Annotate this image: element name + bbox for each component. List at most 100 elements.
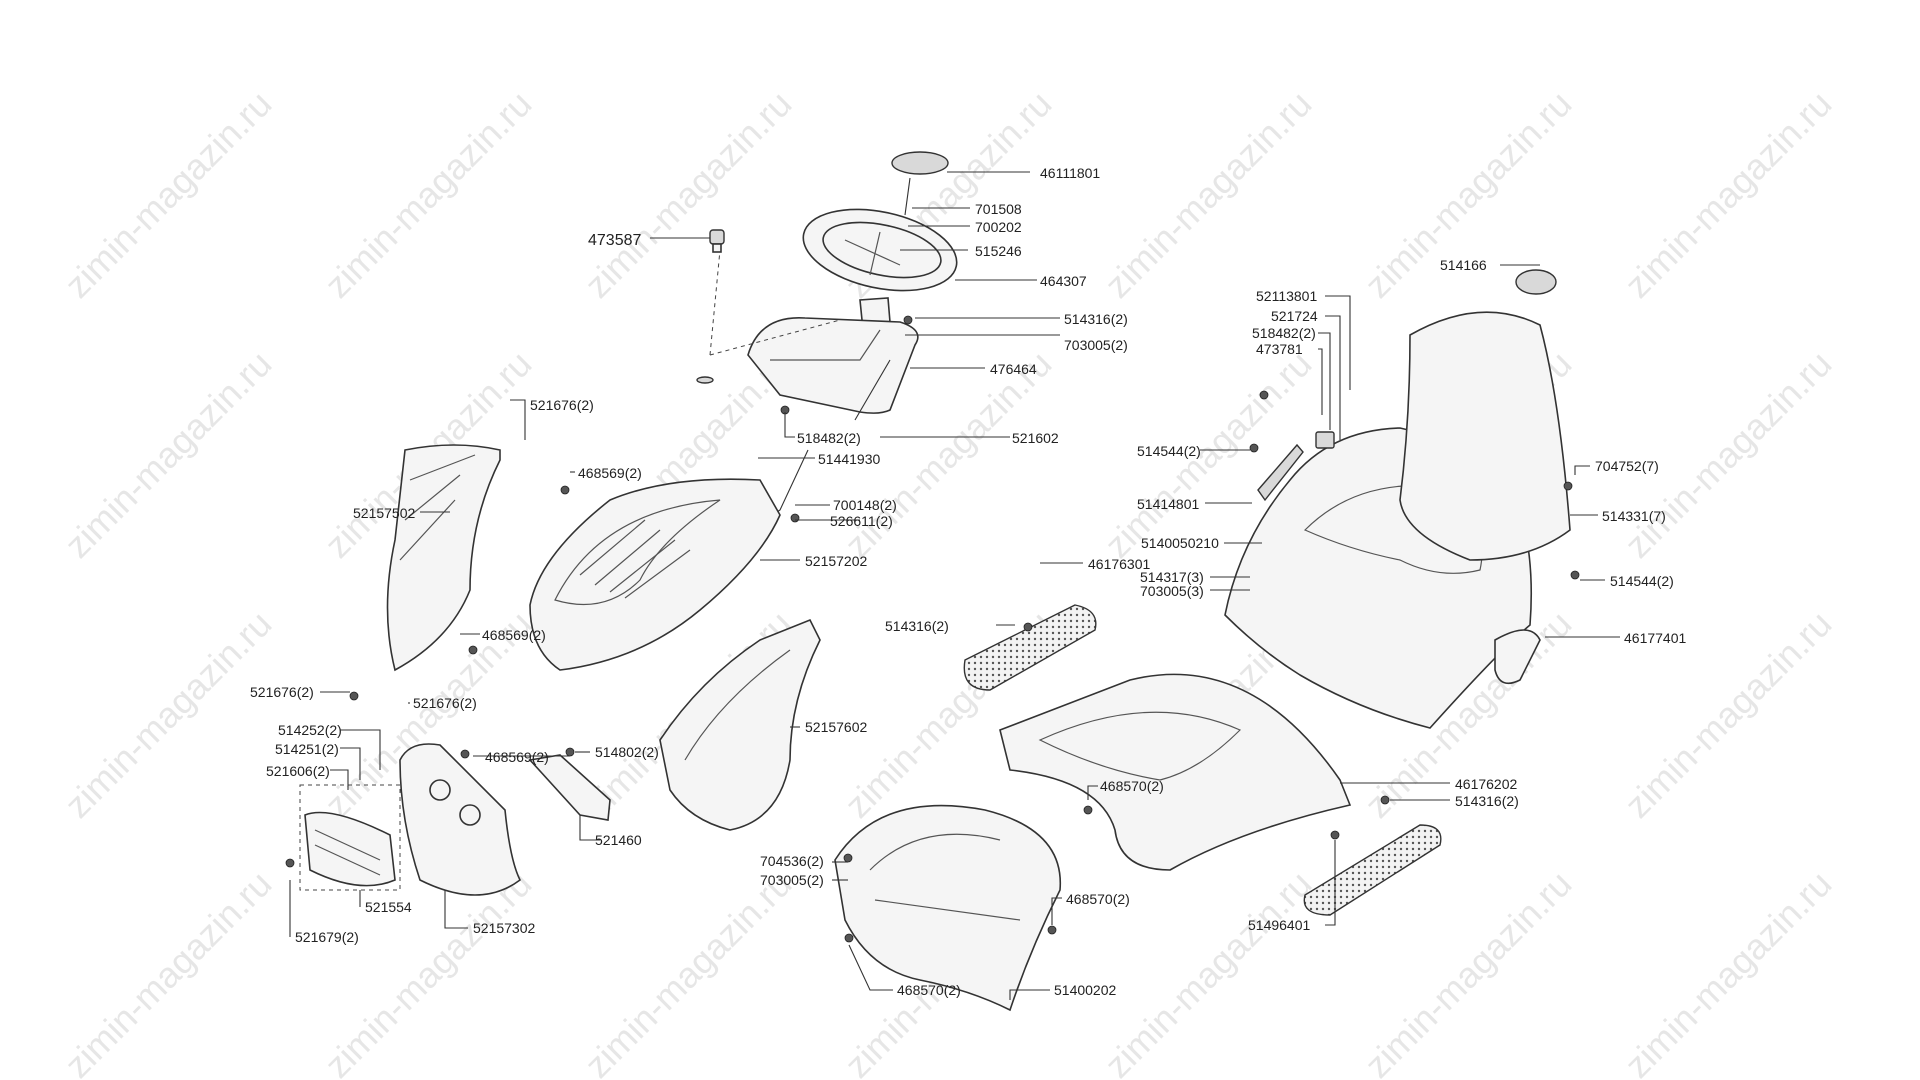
screw [1563, 481, 1573, 491]
label-46176301: 46176301 [1088, 556, 1151, 572]
label-514802: 514802(2) [595, 744, 659, 760]
label-521724: 521724 [1271, 308, 1318, 324]
label-473781: 473781 [1256, 341, 1303, 357]
right-footrest-mat [1303, 824, 1442, 916]
steering-wheel [802, 208, 958, 327]
label-468569-b: 468569(2) [482, 627, 546, 643]
hood-panel [529, 376, 781, 671]
screw [1380, 795, 1390, 805]
label-52113801: 52113801 [1256, 288, 1317, 304]
label-703005-b: 703005(2) [760, 872, 824, 888]
label-51414801: 51414801 [1137, 496, 1200, 512]
dashboard-cover [747, 317, 919, 414]
label-700148: 700148(2) [833, 497, 897, 513]
seat-switch-bracket [1257, 443, 1304, 502]
label-514331: 514331(7) [1602, 508, 1666, 524]
label-514252: 514252(2) [278, 722, 342, 738]
label-521460: 521460 [595, 832, 642, 848]
watermark: zimin-magazin.ru [57, 343, 280, 566]
screw [349, 691, 359, 701]
center-floor-pan [999, 673, 1352, 871]
watermark: zimin-magazin.ru [57, 83, 280, 306]
watermark: zimin-magazin.ru [1097, 83, 1320, 306]
screw [1047, 925, 1057, 935]
label-514251: 514251(2) [275, 741, 339, 757]
watermark: zimin-magazin.ru [1617, 343, 1840, 566]
label-46176202: 46176202 [1455, 776, 1518, 792]
label-473587: 473587 [588, 232, 641, 249]
label-701508: 701508 [975, 201, 1022, 217]
screw [1083, 805, 1093, 815]
screw [903, 315, 913, 325]
lower-front-fender [834, 804, 1062, 1012]
label-521676-c: 521676(2) [413, 695, 477, 711]
label-468569-a: 468569(2) [578, 465, 642, 481]
label-51441930: 51441930 [818, 451, 881, 467]
label-704536: 704536(2) [760, 853, 824, 869]
label-514544-a: 514544(2) [1137, 443, 1201, 459]
screw [1570, 570, 1580, 580]
label-52157202: 52157202 [805, 553, 868, 569]
watermark: zimin-magazin.ru [577, 863, 800, 1080]
rear-fender-extension [1494, 629, 1541, 685]
label-703005-c: 703005(3) [1140, 583, 1204, 599]
label-5140050210: 5140050210 [1141, 535, 1219, 551]
label-703005-a: 703005(2) [1064, 337, 1128, 353]
watermark: zimin-magazin.ru [57, 603, 280, 826]
label-468569-c: 468569(2) [485, 749, 549, 765]
screw [285, 858, 295, 868]
watermark: zimin-magazin.ru [1097, 863, 1320, 1080]
label-514317: 514317(3) [1140, 569, 1204, 585]
ignition-switch [709, 229, 725, 253]
left-footrest-mat [963, 604, 1097, 691]
front-grille [399, 743, 522, 896]
watermark: zimin-magazin.ru [57, 863, 280, 1080]
label-518482-b: 518482(2) [1252, 325, 1316, 341]
screw [843, 853, 853, 863]
leader-lines [289, 171, 1620, 1000]
watermark: zimin-magazin.ru [317, 863, 540, 1080]
label-46177401: 46177401 [1624, 630, 1687, 646]
label-514166: 514166 [1440, 257, 1487, 273]
label-515246: 515246 [975, 243, 1022, 259]
screw [1249, 443, 1259, 453]
screw [1259, 390, 1269, 400]
label-704752: 704752(7) [1595, 458, 1659, 474]
label-521679: 521679(2) [295, 929, 359, 945]
label-468570-c: 468570(2) [897, 982, 961, 998]
watermark: zimin-magazin.ru [577, 83, 800, 306]
label-521554: 521554 [365, 899, 412, 915]
screw [565, 747, 575, 757]
screw [460, 749, 470, 759]
seat-switch [1315, 431, 1335, 449]
front-side-panel [659, 618, 821, 831]
label-514316-b: 514316(2) [885, 618, 949, 634]
screw [560, 485, 570, 495]
label-518482-a: 518482(2) [797, 430, 861, 446]
watermark: zimin-magazin.ru [317, 83, 540, 306]
label-476464: 476464 [990, 361, 1037, 377]
label-464307: 464307 [1040, 273, 1087, 289]
label-52157502: 52157502 [353, 505, 416, 521]
headlight [299, 784, 401, 891]
label-514316-c: 514316(2) [1455, 793, 1519, 809]
label-514316-a: 514316(2) [1064, 311, 1128, 327]
label-526611: 526611(2) [830, 513, 893, 529]
steering-cap [891, 151, 949, 175]
label-51496401: 51496401 [1248, 917, 1311, 933]
watermark: zimin-magazin.ru [1357, 863, 1580, 1080]
label-521606: 521606(2) [266, 763, 330, 779]
seat [1399, 269, 1571, 561]
parts-layer [285, 151, 1580, 1012]
watermark: zimin-magazin.ru [1617, 83, 1840, 306]
label-51400202: 51400202 [1054, 982, 1117, 998]
label-468570-b: 468570(2) [1066, 891, 1130, 907]
screw [1330, 830, 1340, 840]
label-514544-b: 514544(2) [1610, 573, 1674, 589]
label-468570-a: 468570(2) [1100, 778, 1164, 794]
part-number-labels: 46111801 701508 700202 473587 515246 464… [250, 165, 1687, 998]
watermark: zimin-magazin.ru [1617, 863, 1840, 1080]
label-521676-b: 521676(2) [250, 684, 314, 700]
label-700202: 700202 [975, 219, 1022, 235]
